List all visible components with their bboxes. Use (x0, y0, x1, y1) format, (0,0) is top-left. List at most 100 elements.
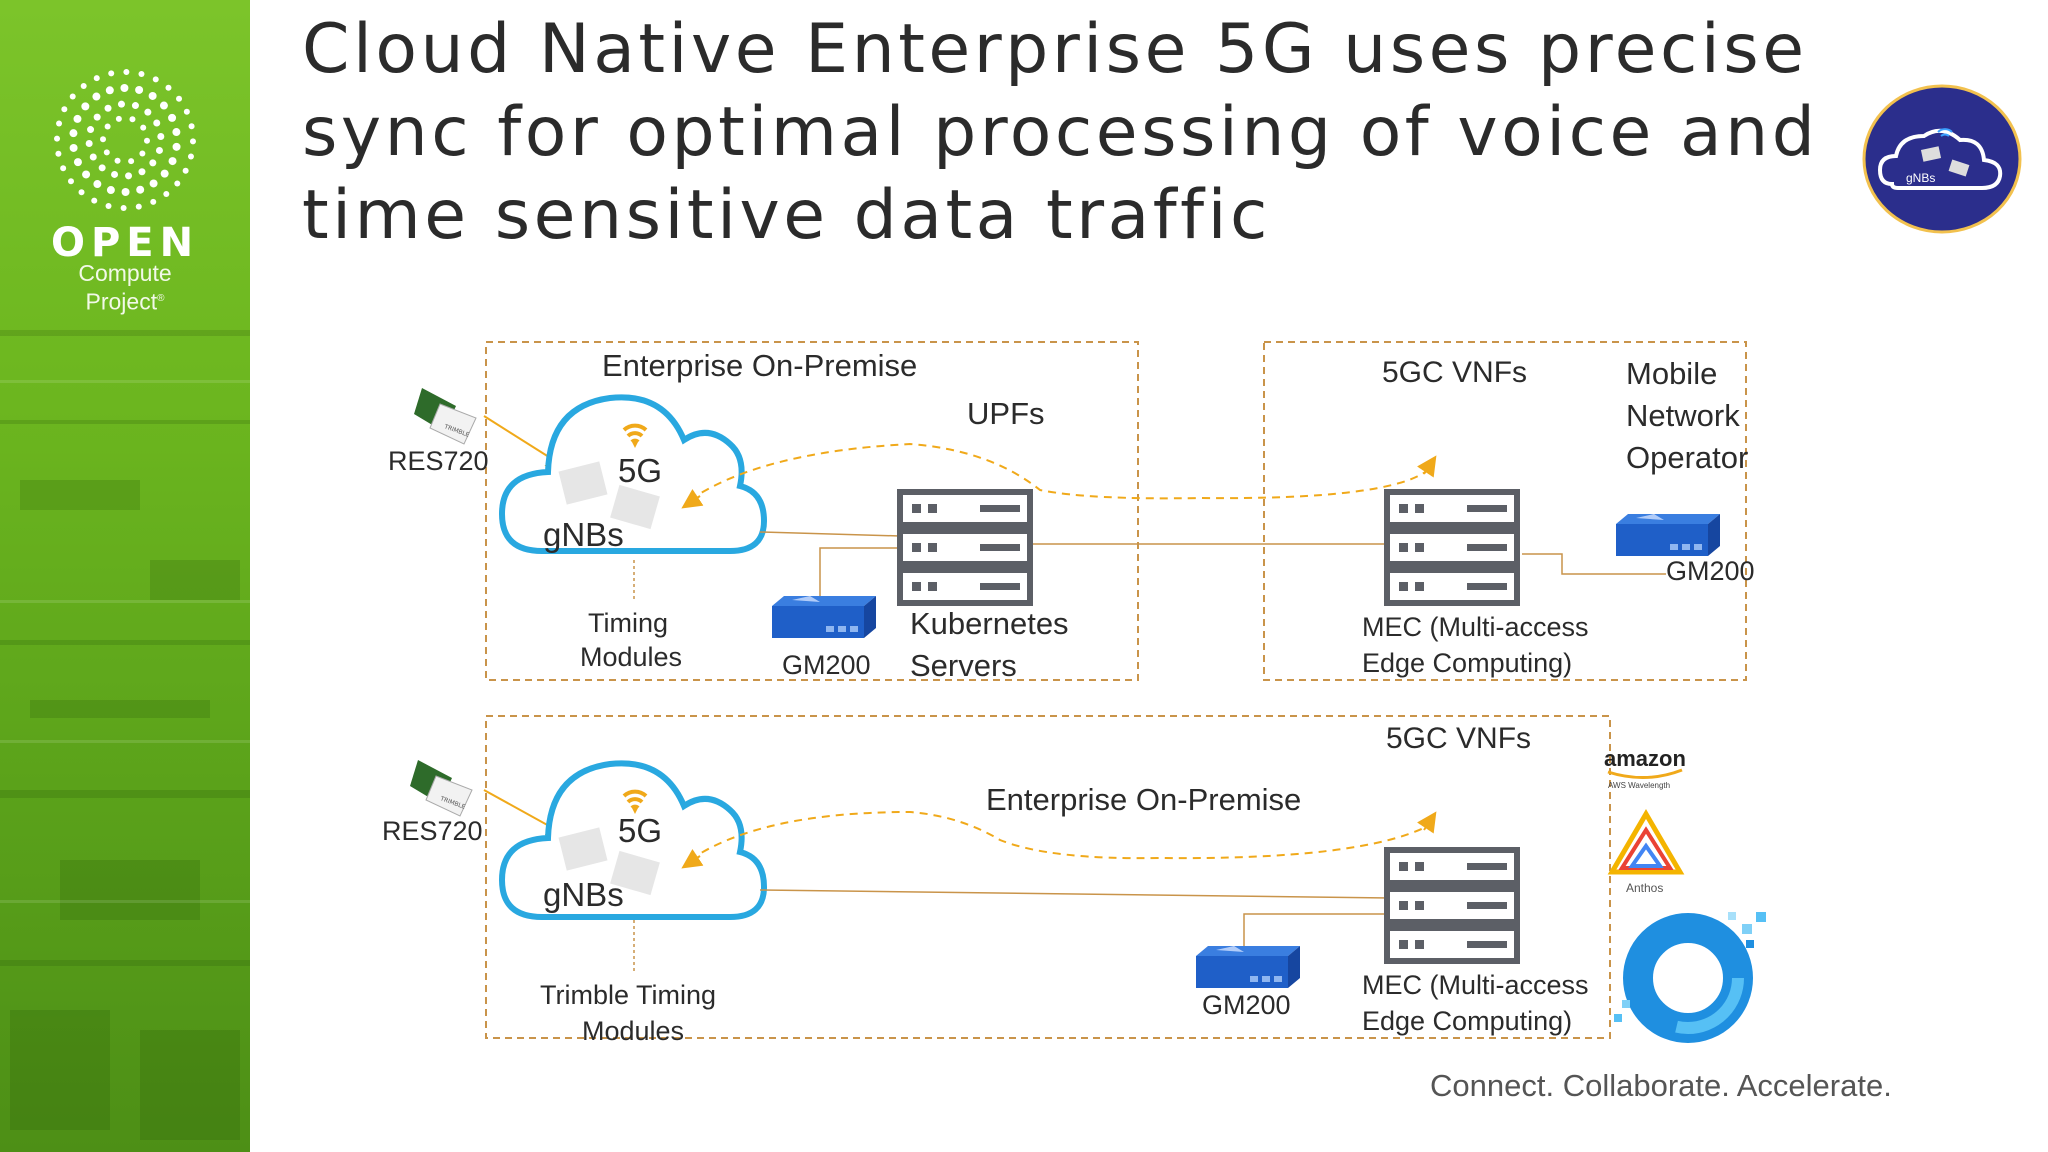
burst-dot (189, 138, 196, 145)
amazon-word: amazon (1604, 746, 1686, 771)
amazon-smile-icon (1607, 768, 1683, 780)
burst-dot (168, 113, 177, 122)
gm200-device-icon-top-left (772, 596, 876, 638)
gnbs-cloud-badge: gNBs (1862, 84, 2022, 234)
cloud-gnbs-label-top: gNBs (543, 516, 624, 553)
burst-dot (61, 106, 68, 113)
burst-dot (92, 92, 101, 101)
ocp-burst-icon (54, 69, 196, 211)
burst-dot (143, 137, 150, 144)
mec-server-icon-bottom (1387, 850, 1517, 961)
mec-label-top-2: Edge Computing) (1362, 648, 1572, 678)
burst-dot (135, 85, 144, 94)
gm200-label-bottom: GM200 (1202, 990, 1291, 1020)
link-mec-gm (1522, 553, 1666, 575)
burst-dot (139, 150, 146, 157)
burst-dot (69, 143, 78, 152)
burst-dot (174, 180, 181, 187)
operator-box-top (1263, 341, 1747, 681)
ocp-logo-line2: Project® (85, 288, 165, 315)
burst-dot (159, 101, 168, 110)
enterprise-label-bottom: Enterprise On-Premise (986, 782, 1301, 817)
burst-dot (120, 84, 129, 93)
burst-dot (172, 142, 181, 151)
ocp-logo-word: OPEN (50, 220, 200, 266)
burst-dot (60, 165, 67, 172)
timing-label-top-1: Timing (588, 608, 668, 638)
res720-label-bottom: RES720 (382, 816, 483, 846)
amazon-sub: AWS Wavelength (1608, 781, 1670, 790)
burst-dot (182, 167, 189, 174)
provider-logos: amazon AWS Wavelength Anthos (1604, 746, 1766, 1043)
burst-dot (103, 149, 110, 156)
burst-dot (120, 204, 127, 211)
ocp-logo-line1: Compute (78, 260, 172, 286)
burst-dot (87, 126, 95, 134)
burst-dot (135, 203, 142, 210)
burst-dot (78, 189, 85, 196)
operator-label-1: Mobile (1626, 356, 1717, 391)
ocp-logo[interactable]: OPEN Compute Project® (45, 60, 205, 315)
vnfs-label-bottom: 5GC VNFs (1386, 722, 1531, 755)
cloud-gnbs-icon (1877, 128, 2003, 190)
burst-dot (129, 116, 136, 123)
burst-dot (73, 158, 82, 167)
burst-dot (140, 124, 147, 131)
burst-dot (163, 191, 170, 198)
signal-arrow-mec-bottom (1417, 811, 1437, 834)
burst-dot (114, 157, 121, 164)
kubernetes-label-2: Servers (910, 648, 1017, 683)
burst-dot (100, 136, 107, 143)
res720-module-icon-bottom (409, 759, 473, 817)
mec-label-bottom-2: Edge Computing) (1362, 1006, 1572, 1036)
mec-label-bottom-1: MEC (Multi-access (1362, 970, 1589, 1000)
anthos-label: Anthos (1626, 881, 1663, 895)
burst-dot (172, 128, 181, 137)
burst-dot (149, 159, 157, 167)
burst-dot (108, 70, 115, 77)
burst-dot (152, 76, 159, 83)
burst-dot (69, 93, 76, 100)
res720-module-icon-top (413, 387, 477, 445)
burst-dot (131, 102, 139, 110)
burst-dot (138, 168, 146, 176)
burst-dot (104, 123, 111, 130)
burst-dot (89, 153, 97, 161)
enterprise-label-top: Enterprise On-Premise (602, 348, 917, 383)
burst-dot (176, 95, 183, 102)
azure-edge-icon (1614, 912, 1766, 1043)
burst-dot (160, 169, 169, 178)
burst-dot (54, 135, 61, 142)
timing-label-bottom-2: Modules (582, 1016, 684, 1046)
operator-label-3: Operator (1626, 440, 1748, 475)
burst-dot (157, 132, 165, 140)
burst-dot (105, 86, 114, 95)
badge-circle (1862, 84, 2022, 234)
signal-path-bottom (689, 810, 1429, 861)
link-gnb-k8s (759, 531, 901, 537)
signal-arrow-gnb-top (681, 489, 704, 509)
burst-dot (155, 146, 163, 154)
link-gm-k8s (819, 547, 900, 600)
burst-dot (105, 202, 112, 209)
gm200-device-icon-bottom (1196, 946, 1300, 988)
burst-dot (121, 187, 130, 196)
enterprise-box-top (485, 341, 1139, 681)
burst-dot (188, 123, 195, 130)
timing-label-top-2: Modules (580, 642, 682, 672)
burst-dot (111, 170, 119, 178)
link-gm-mec-bottom (1243, 913, 1390, 950)
burst-dot (168, 157, 177, 166)
link-gnb-mec-bottom (759, 889, 1391, 899)
burst-dot (138, 71, 145, 78)
cloud-gnbs-label-bottom: gNBs (543, 876, 624, 913)
burst-dot (67, 178, 74, 185)
mec-label-top-1: MEC (Multi-access (1362, 612, 1589, 642)
sidebar: OPEN Compute Project® (0, 0, 250, 1152)
burst-dot (187, 153, 194, 160)
burst-dot (69, 129, 78, 138)
gm200-device-icon-top-right (1616, 514, 1720, 556)
signal-arrow-mec-top (1417, 455, 1437, 478)
kubernetes-label-1: Kubernetes (910, 606, 1069, 641)
